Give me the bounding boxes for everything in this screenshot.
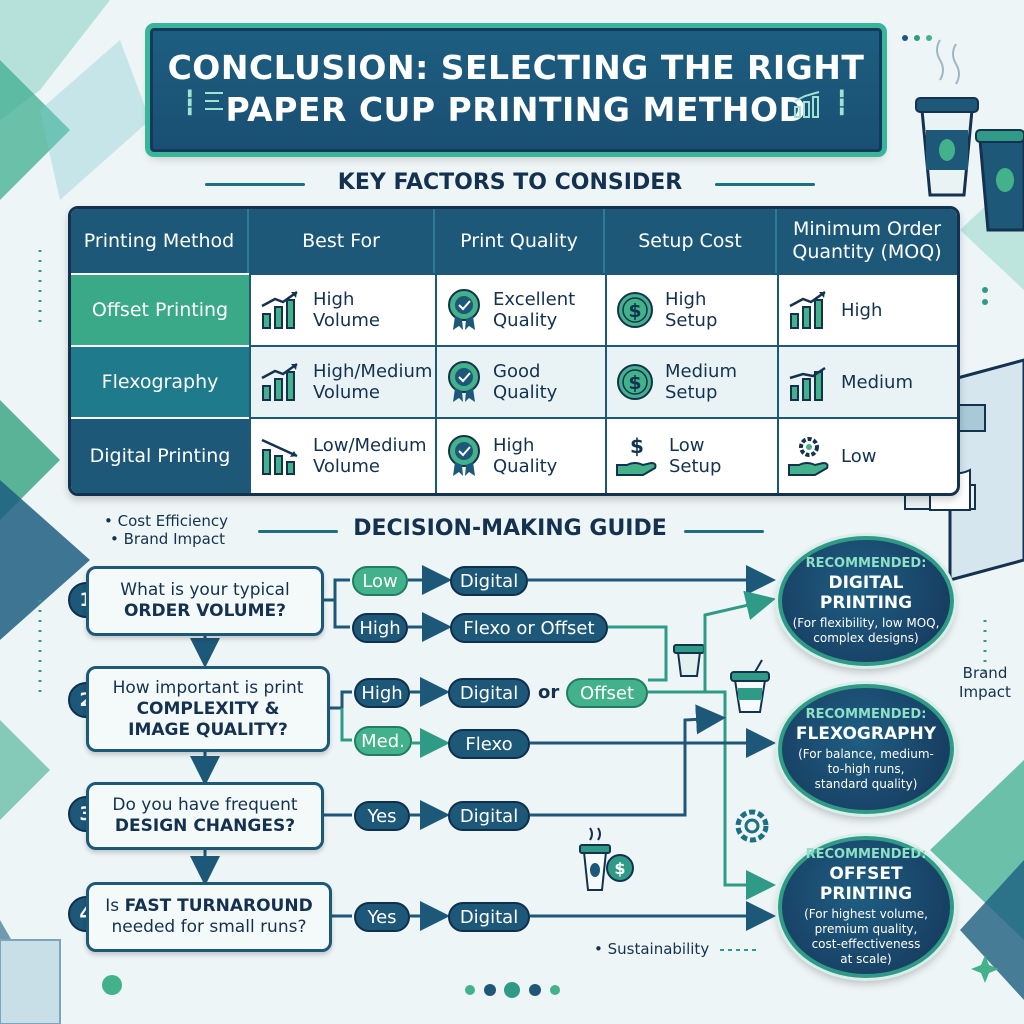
title-banner: CONCLUSION: SELECTING THE RIGHT PAPER CU… <box>150 28 882 152</box>
row-method-offset: Offset Printing <box>71 273 249 345</box>
result-digital-pill-2: Digital <box>448 678 530 708</box>
list-icon <box>205 92 223 110</box>
table-header-method: Printing Method <box>71 209 249 273</box>
cell-setup: $ High Setup <box>605 273 777 345</box>
award-badge-icon <box>448 435 480 476</box>
result-flexo-offset-pill: Flexo or Offset <box>450 613 608 643</box>
result-digital-pill-3: Digital <box>448 801 530 831</box>
decline-chart-icon <box>261 438 298 475</box>
cell-best-for: Low/Medium Volume <box>249 417 435 493</box>
recommendation-offset: RECOMMENDED: OFFSET PRINTING (For highes… <box>778 836 954 978</box>
heading-rule-right <box>715 183 815 186</box>
cell-quality: Excellent Quality <box>435 273 605 345</box>
growth-chart-icon <box>789 366 826 401</box>
or-label: or <box>538 682 560 703</box>
cell-setup: $ Medium Setup <box>605 345 777 417</box>
answer-low-pill: Low <box>352 566 408 596</box>
answer-high-pill: High <box>352 613 408 643</box>
banner-dots-icon: ▮▮▮ <box>187 88 193 117</box>
answer-high-pill-2: High <box>354 678 410 708</box>
result-offset-pill: Offset <box>566 678 648 708</box>
cell-quality: Good Quality <box>435 345 605 417</box>
cell-best-for: High/Medium Volume <box>249 345 435 417</box>
row-method-flexo: Flexography <box>71 345 249 417</box>
svg-text:$: $ <box>628 372 641 394</box>
recommendation-flexography: RECOMMENDED: FLEXOGRAPHY (For balance, m… <box>778 684 954 814</box>
table-header-best-for: Best For <box>249 209 435 273</box>
result-digital-pill: Digital <box>450 566 528 596</box>
cell-moq: Medium <box>777 345 957 417</box>
result-digital-pill-4: Digital <box>448 902 530 932</box>
dollar-coin-icon: $ <box>617 292 653 328</box>
side-label-brand-impact: Brand Impact <box>959 664 1011 701</box>
answer-yes-pill-3: Yes <box>354 801 410 831</box>
cell-moq: High <box>777 273 957 345</box>
dollar-coin-icon: $ <box>617 364 653 400</box>
recommendation-digital: RECOMMENDED: DIGITAL PRINTING (For flexi… <box>778 536 954 666</box>
cell-setup: $ Low Setup <box>605 417 777 493</box>
growth-chart-icon <box>789 290 826 329</box>
svg-text:$: $ <box>628 300 641 322</box>
key-factors-table: Printing Method Best For Print Quality S… <box>68 206 960 496</box>
answer-yes-pill-4: Yes <box>354 902 410 932</box>
award-badge-icon <box>448 289 480 330</box>
svg-text:$: $ <box>630 435 644 458</box>
guide-rule-right <box>684 530 764 533</box>
hand-gear-icon <box>788 437 829 476</box>
svg-text:$: $ <box>614 859 625 878</box>
page-title: CONCLUSION: SELECTING THE RIGHT PAPER CU… <box>167 48 865 129</box>
legend-brand-impact: • Brand Impact <box>110 530 225 548</box>
row-method-digital: Digital Printing <box>71 417 249 493</box>
cell-quality: High Quality <box>435 417 605 493</box>
guide-heading: DECISION-MAKING GUIDE <box>353 516 667 541</box>
hand-dollar-icon: $ <box>616 435 657 476</box>
key-factors-heading: KEY FACTORS TO CONSIDER <box>337 170 683 195</box>
cell-moq: Low <box>777 417 957 493</box>
legend-cost-efficiency: • Cost Efficiency <box>104 512 228 530</box>
growth-chart-icon <box>261 290 298 329</box>
result-flexo-pill: Flexo <box>448 729 530 759</box>
guide-rule-left <box>258 530 338 533</box>
table-header-moq: Minimum Order Quantity (MOQ) <box>777 209 957 273</box>
cell-best-for: High Volume <box>249 273 435 345</box>
table-header-setup: Setup Cost <box>605 209 777 273</box>
chart-icon <box>794 91 820 118</box>
table-header-quality: Print Quality <box>435 209 605 273</box>
award-badge-icon <box>448 361 480 402</box>
answer-med-pill: Med. <box>354 726 412 756</box>
heading-rule-left <box>205 183 305 186</box>
growth-chart-icon <box>261 362 298 401</box>
banner-dots-icon-right: ▮▮▮ <box>839 88 845 117</box>
bottom-label-sustainability: • Sustainability <box>594 940 710 958</box>
